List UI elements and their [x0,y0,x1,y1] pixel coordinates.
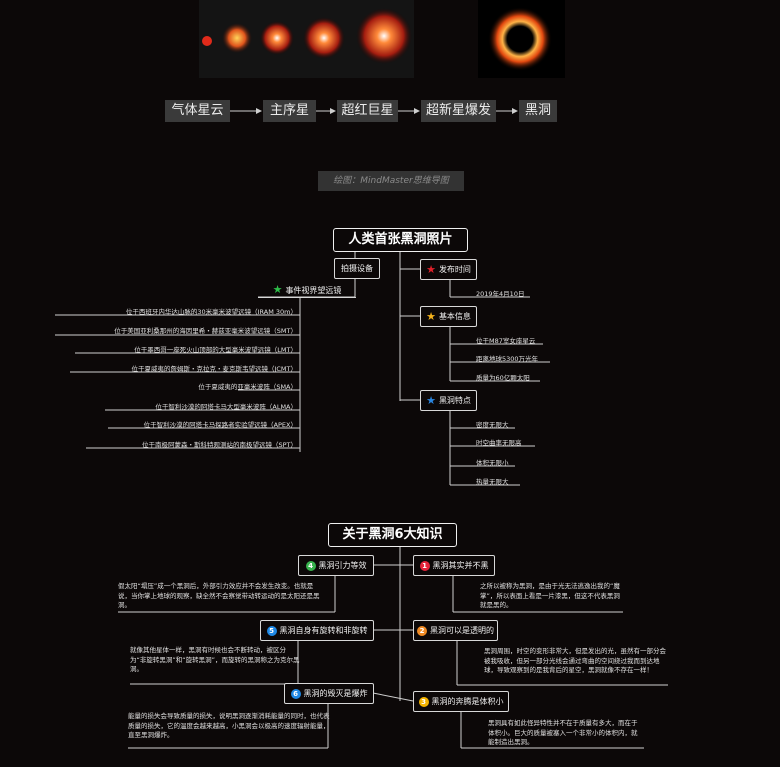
credit-label: 绘图：MindMaster思维导图 [318,171,464,191]
basic-info-node: ★ 基本信息 [420,306,477,327]
features-node: ★ 黑洞特点 [420,390,477,411]
gold-star-icon: ★ [426,309,436,323]
knowledge-4-node: 4 黑洞引力等效 [298,555,374,576]
feature-item: 热量无限大 [476,478,509,486]
basic-info-item: 距离地球5300万光年 [476,355,539,363]
telescope-item: 位于夏威夷的詹姆斯・克拉克・麦克斯韦望远镜（JCMT） [131,365,297,373]
telescope-label: 事件视界望远镜 [285,285,342,295]
red-star-icon: ★ [426,262,436,276]
green-star-icon: ★ [272,283,283,296]
number-3-icon: 3 [418,696,429,707]
knowledge-6-text: 能量的损失会导致质量的损失，说明黑洞逐渐消耗能量的同时，也代表质量的损失，它的温… [128,712,330,739]
equipment-label: 拍摄设备 [341,264,373,273]
telescope-item: 位于西班牙内华达山脉的30米毫米波望远镜（IRAM 30m） [125,308,297,316]
release-label: 发布时间 [438,265,471,274]
knowledge-5-node: 5 黑洞自身有旋转和非旋转 [260,620,374,641]
release-date: 2019年4月10日 [476,290,525,298]
number-5-icon: 5 [266,625,277,636]
stage-gas-nebula: 气体星云 [165,100,230,122]
feature-item: 体积无限小 [476,459,509,467]
knowledge-2-label: 黑洞可以是透明的 [430,626,494,635]
basic-info-item: 位于M87室女座星云 [476,337,536,345]
number-4-icon: 4 [305,560,316,571]
knowledge-1-label: 黑洞其实并不黑 [432,561,489,570]
telescope-item: 位于美国亚利桑那州的海因里希・赫兹亚毫米波望远镜（SMT） [114,327,297,335]
basic-info-label: 基本信息 [438,312,471,321]
telescope-item: 位于墨西哥一座死火山顶部的大型毫米波望远镜（LMT） [134,346,297,354]
telescope-item: 位于智利沙漠的阿塔卡马大型毫米波阵（ALMA） [155,403,297,411]
knowledge-6-node: 6 黑洞的毁灭是爆炸 [284,683,374,704]
release-node: ★ 发布时间 [420,259,477,280]
features-label: 黑洞特点 [438,396,471,405]
knowledge-3-node: 3 黑洞的奔腾是体积小 [413,691,509,712]
stage-main-sequence: 主序星 [263,100,316,122]
knowledge-1-node: 1 黑洞其实并不黑 [413,555,495,576]
knowledge-3-text: 黑洞具有如此怪异特性并不在于质量有多大，而在于体积小。巨大的质量被塞入一个非常小… [488,719,638,746]
blue-star-icon: ★ [426,393,436,407]
feature-item: 密度无限大 [476,421,509,429]
telescope-node: ★ 事件视界望远镜 [258,283,356,298]
map2-root: 关于黑洞6大知识 [328,523,457,547]
black-hole-ring-graphic [488,7,552,71]
number-2-icon: 2 [417,625,427,636]
number-1-icon: 1 [419,560,430,571]
knowledge-5-label: 黑洞自身有旋转和非旋转 [279,626,368,635]
basic-info-item: 质量为60亿颗太阳 [476,374,530,382]
number-6-icon: 6 [290,688,301,699]
stage-black-hole: 黑洞 [519,100,557,122]
stage-red-supergiant: 超红巨星 [337,100,398,122]
map1-root: 人类首张黑洞照片 [333,228,468,252]
knowledge-1-text: 之所以被称为黑洞，是由于光无法逃逸出我的“魔掌”，所以表面上看是一片漆黑，但这不… [480,582,620,609]
knowledge-4-text: 假太阳“塌压”成一个黑洞后，外部引力效应并不会发生改变。也就是说，当你掌上地球的… [118,582,320,609]
feature-item: 时空曲率无限高 [476,439,522,447]
telescope-item: 位于夏威夷的亚毫米波阵（SMA） [198,383,297,391]
telescope-item: 位于南极阿蒙森・斯科特观测站的南极望远镜（SPT） [141,441,297,449]
knowledge-3-label: 黑洞的奔腾是体积小 [431,697,504,706]
knowledge-2-text: 黑洞周围，时空的变形非常大，但是发出的光，虽然有一部分会被我吸收，但另一部分光线… [484,647,666,674]
stage-supernova: 超新星爆发 [421,100,496,122]
evolution-illustration [199,0,414,78]
knowledge-2-node: 2 黑洞可以是透明的 [413,620,498,641]
black-hole-photo [478,0,565,78]
stellar-evolution-graphic [202,8,412,64]
telescope-item: 位于智利沙漠的阿塔卡马探路者实验望远镜（APEX） [143,421,297,429]
knowledge-6-label: 黑洞的毁灭是爆炸 [303,689,368,698]
knowledge-5-text: 就像其他星体一样，黑洞有时候也会不断转动，被区分为“非旋转黑洞”和“旋转黑洞”，… [130,646,300,673]
equipment-node: 拍摄设备 [334,258,380,279]
knowledge-4-label: 黑洞引力等效 [318,561,367,570]
